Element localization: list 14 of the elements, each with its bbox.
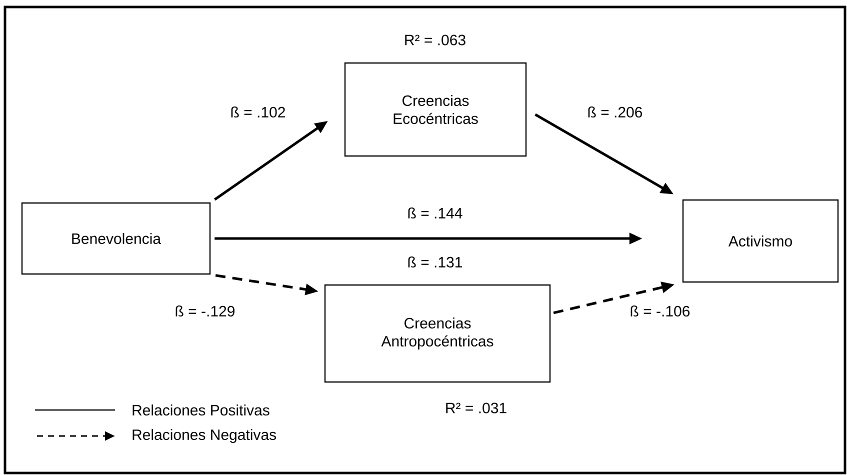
legend-text: Relaciones Negativas xyxy=(132,429,276,443)
box: Creencias Ecocéntricas xyxy=(344,62,527,157)
edge-label: ß = -.129 xyxy=(174,304,236,318)
edge-label: ß = .206 xyxy=(586,106,644,118)
edge-label: ß = .102 xyxy=(229,106,287,118)
edge-label: ß = .144 xyxy=(406,206,464,220)
legend-text: Relaciones Positivas xyxy=(132,404,270,416)
coefficient-label: ß = .131 xyxy=(408,256,462,268)
r-squared-label: R² = .031 xyxy=(446,402,506,414)
box: Creencias Antropocéntricas xyxy=(324,284,551,383)
r-squared-label: R² = .063 xyxy=(405,34,466,46)
edge-label: ß = -.106 xyxy=(628,304,692,318)
box: Activismo xyxy=(682,199,839,283)
box: Benevolencia xyxy=(21,202,211,275)
